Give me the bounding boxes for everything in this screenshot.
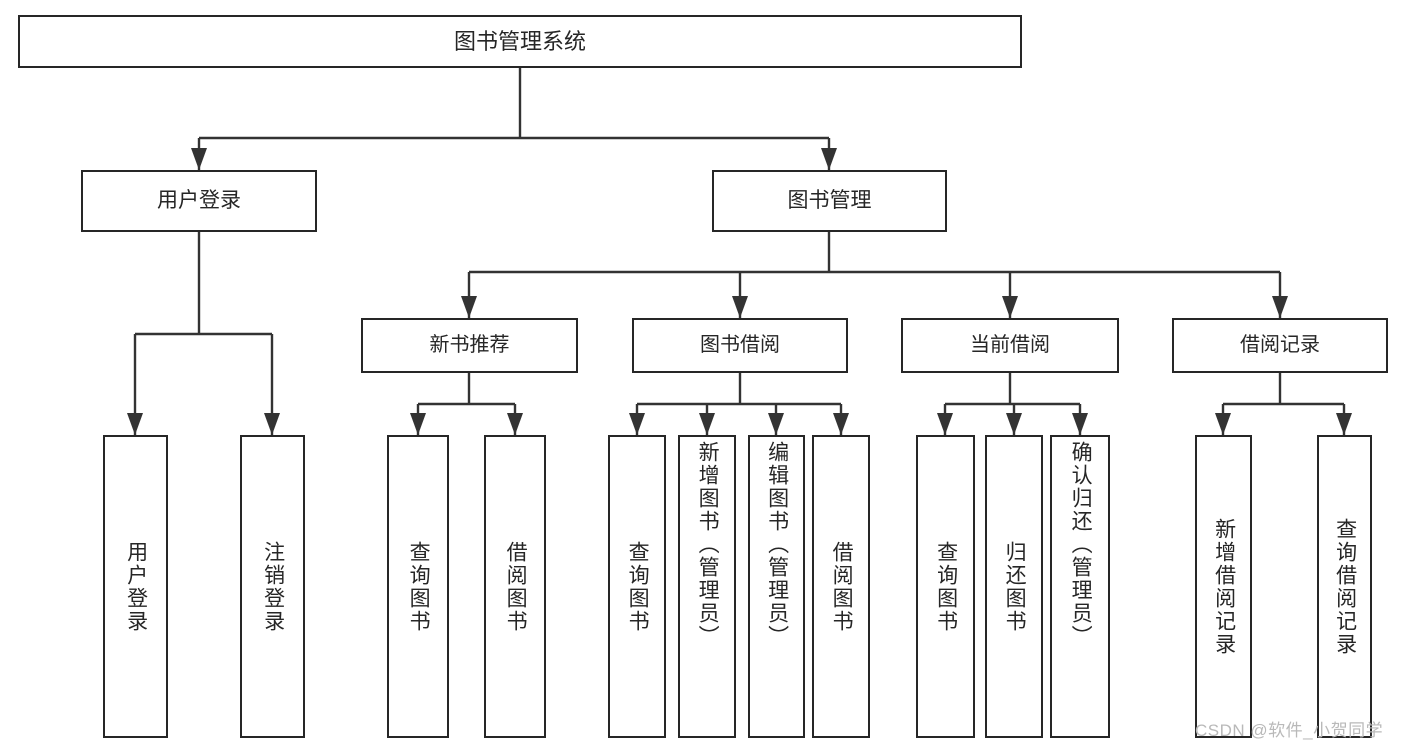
edge-arrow-book-manage-to-level2-0 bbox=[461, 296, 477, 318]
node-label: 新增图书（管理员） bbox=[696, 441, 720, 648]
node-label: 当前借阅 bbox=[970, 334, 1050, 356]
edge-arrow-borrow-to-leaves-1 bbox=[699, 413, 715, 435]
node-label: 图书管理系统 bbox=[453, 28, 586, 54]
node-label: 查询图书 bbox=[934, 540, 958, 633]
node-leaf-confirm-return-admin: 确认归还（管理员） bbox=[1050, 435, 1110, 738]
node-label: 确认归还（管理员） bbox=[1069, 441, 1093, 648]
edge-arrow-book-manage-to-level2-2 bbox=[1002, 296, 1018, 318]
edge-arrow-book-manage-to-level2-1 bbox=[732, 296, 748, 318]
node-label: 借阅记录 bbox=[1240, 334, 1320, 356]
node-leaf-query-book-1: 查询图书 bbox=[387, 435, 449, 738]
node-label: 借阅图书 bbox=[830, 540, 854, 633]
node-leaf-query-borrow-record: 查询借阅记录 bbox=[1317, 435, 1372, 738]
node-label: 编辑图书（管理员） bbox=[765, 441, 789, 648]
edge-arrow-book-manage-to-level2-3 bbox=[1272, 296, 1288, 318]
edge-arrow-record-to-leaves-0 bbox=[1215, 413, 1231, 435]
node-leaf-edit-book-admin: 编辑图书（管理员） bbox=[748, 435, 805, 738]
node-label: 图书管理 bbox=[787, 188, 872, 212]
node-user-login: 用户登录 bbox=[81, 170, 317, 232]
node-leaf-logout-login: 注销登录 bbox=[240, 435, 305, 738]
node-book-manage: 图书管理 bbox=[712, 170, 947, 232]
node-root: 图书管理系统 bbox=[18, 15, 1022, 68]
edge-arrow-borrow-to-leaves-2 bbox=[768, 413, 784, 435]
edge-arrow-user-login-to-leaves-0 bbox=[127, 413, 143, 435]
edge-arrow-current-to-leaves-2 bbox=[1072, 413, 1088, 435]
node-leaf-borrow-book-2: 借阅图书 bbox=[812, 435, 870, 738]
edge-arrow-current-to-leaves-0 bbox=[937, 413, 953, 435]
node-label: 新增借阅记录 bbox=[1212, 517, 1236, 656]
node-leaf-query-book-2: 查询图书 bbox=[608, 435, 666, 738]
node-label: 归还图书 bbox=[1003, 540, 1027, 633]
node-leaf-borrow-book-1: 借阅图书 bbox=[484, 435, 546, 738]
node-label: 查询借阅记录 bbox=[1333, 517, 1357, 656]
node-label: 用户登录 bbox=[124, 540, 148, 633]
node-label: 注销登录 bbox=[261, 540, 285, 633]
node-leaf-add-book-admin: 新增图书（管理员） bbox=[678, 435, 736, 738]
node-label: 新书推荐 bbox=[429, 334, 510, 356]
edge-arrow-record-to-leaves-1 bbox=[1336, 413, 1352, 435]
node-borrow-record: 借阅记录 bbox=[1172, 318, 1388, 373]
edge-arrow-borrow-to-leaves-3 bbox=[833, 413, 849, 435]
node-label: 借阅图书 bbox=[504, 540, 528, 633]
node-leaf-add-borrow-record: 新增借阅记录 bbox=[1195, 435, 1252, 738]
node-leaf-query-book-3: 查询图书 bbox=[916, 435, 975, 738]
node-label: 查询图书 bbox=[626, 540, 650, 633]
node-label: 图书借阅 bbox=[700, 334, 780, 356]
node-label: 查询图书 bbox=[407, 540, 431, 633]
edge-arrow-user-login-to-leaves-1 bbox=[264, 413, 280, 435]
node-book-borrow: 图书借阅 bbox=[632, 318, 848, 373]
watermark: CSDN @软件_小贺同学 bbox=[1195, 721, 1384, 740]
node-current-borrow: 当前借阅 bbox=[901, 318, 1119, 373]
edge-arrow-recommend-to-leaves-1 bbox=[507, 413, 523, 435]
node-leaf-return-book: 归还图书 bbox=[985, 435, 1043, 738]
edge-arrow-recommend-to-leaves-0 bbox=[410, 413, 426, 435]
edge-arrow-root-to-level1-0 bbox=[191, 148, 207, 170]
node-label: 用户登录 bbox=[157, 188, 241, 212]
edge-arrow-root-to-level1-1 bbox=[821, 148, 837, 170]
node-new-book-recommend: 新书推荐 bbox=[361, 318, 578, 373]
edge-arrow-current-to-leaves-1 bbox=[1006, 413, 1022, 435]
edge-arrow-borrow-to-leaves-0 bbox=[629, 413, 645, 435]
node-leaf-user-login: 用户登录 bbox=[103, 435, 168, 738]
